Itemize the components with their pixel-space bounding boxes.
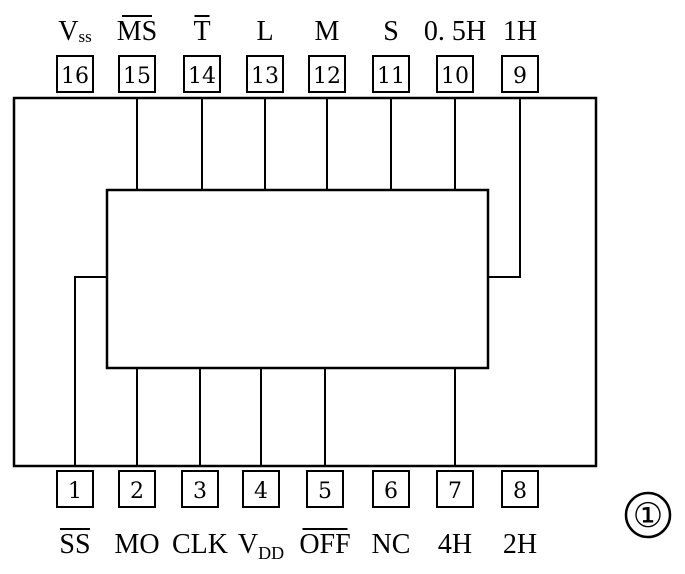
top-pin-label-11: S bbox=[383, 16, 399, 47]
bottom-pin-number-8: 8 bbox=[513, 479, 527, 504]
figure-badge: ① bbox=[633, 496, 663, 536]
top-pin-box-13 bbox=[246, 55, 284, 93]
top-pin-number-12: 12 bbox=[313, 64, 341, 89]
bottom-pin-label-8: 2H bbox=[503, 529, 537, 560]
bottom-pin-number-6: 6 bbox=[384, 479, 398, 504]
bottom-pin-number-4: 4 bbox=[254, 479, 268, 504]
top-pin-label-15: MS bbox=[117, 16, 157, 47]
top-pin-number-15: 15 bbox=[123, 64, 151, 89]
bottom-pin-label-4: VDD bbox=[238, 529, 284, 563]
top-pin-label-12: M bbox=[315, 16, 340, 47]
top-pin-row: 16 Vss 15 MS 14 T 13 L 12 M 11 S 10 0. 5H 9 1H bbox=[56, 15, 539, 93]
bottom-pin-label-7: 4H bbox=[438, 529, 472, 560]
bottom-pin-number-1: 1 bbox=[68, 479, 82, 504]
bottom-pin-label-2: MO bbox=[114, 529, 159, 560]
bottom-pin-box-3 bbox=[181, 470, 219, 508]
bottom-pin-box-7 bbox=[436, 470, 474, 508]
bottom-pin-number-2: 2 bbox=[130, 479, 144, 504]
top-pin-number-16: 16 bbox=[61, 64, 89, 89]
bottom-pin-label-1: SS bbox=[59, 529, 90, 560]
top-pin-number-10: 10 bbox=[441, 64, 469, 89]
bottom-pin-box-5 bbox=[306, 470, 344, 508]
top-pin-box-11 bbox=[372, 55, 410, 93]
top-pin-number-9: 9 bbox=[513, 64, 527, 89]
bottom-pin-label-5: OFF bbox=[299, 529, 350, 560]
bottom-pin-number-7: 7 bbox=[448, 479, 462, 504]
wire-pin-9 bbox=[488, 98, 521, 278]
bottom-pin-box-1 bbox=[56, 470, 94, 508]
top-pin-box-15 bbox=[118, 55, 156, 93]
top-pin-box-16 bbox=[56, 55, 94, 93]
top-pin-number-11: 11 bbox=[377, 64, 405, 89]
figure-badge-circle bbox=[624, 491, 672, 539]
bottom-pin-label-6: NC bbox=[372, 529, 411, 560]
top-pin-box-12 bbox=[308, 55, 346, 93]
top-pin-label-9: 1H bbox=[503, 16, 537, 47]
top-pin-label-10: 0. 5H bbox=[424, 16, 486, 47]
top-pin-number-14: 14 bbox=[188, 64, 216, 89]
bottom-pin-box-2 bbox=[118, 470, 156, 508]
top-pin-label-13: L bbox=[256, 16, 273, 47]
top-pin-box-10 bbox=[436, 55, 474, 93]
top-pin-number-13: 13 bbox=[251, 64, 279, 89]
bottom-pin-box-6 bbox=[372, 470, 410, 508]
bottom-pin-box-4 bbox=[242, 470, 280, 508]
bottom-pin-label-3: CLK bbox=[172, 529, 228, 560]
bottom-pin-number-3: 3 bbox=[193, 479, 207, 504]
wire-pin-1 bbox=[74, 276, 107, 466]
bottom-pin-box-8 bbox=[501, 470, 539, 508]
top-pin-label-14: T bbox=[193, 16, 210, 47]
top-pin-label-16: Vss bbox=[58, 16, 91, 47]
top-pin-box-9 bbox=[501, 55, 539, 93]
inner-block bbox=[105, 188, 490, 370]
top-pin-box-14 bbox=[183, 55, 221, 93]
bottom-pin-number-5: 5 bbox=[318, 479, 332, 504]
